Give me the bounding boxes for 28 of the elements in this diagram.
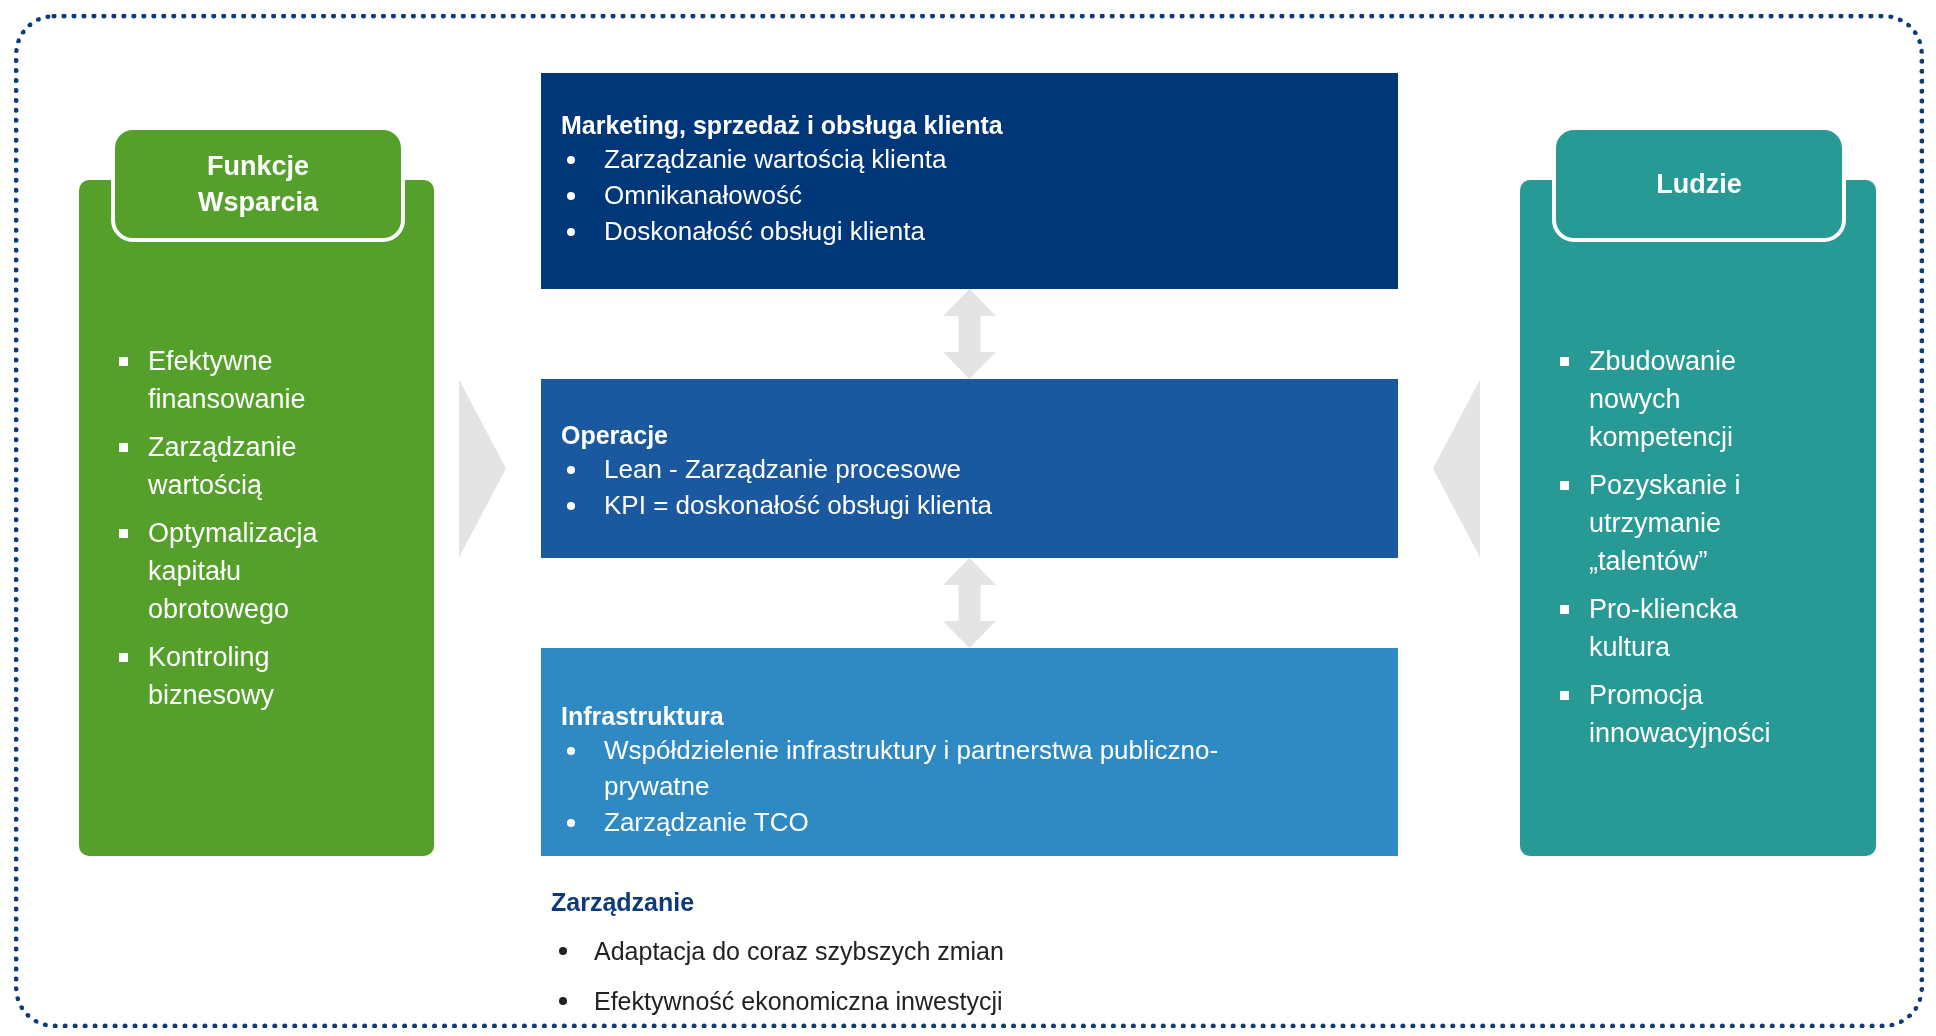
bullet-item: Omnikanałowość: [604, 179, 802, 212]
bullet-item: Pro-kliencka kultura: [1589, 593, 1739, 664]
bullet-item: Efektywne finansowanie: [148, 345, 307, 416]
process-box: [541, 379, 1398, 558]
bullet-item: Zarządzanie wartością klienta: [604, 143, 947, 176]
bullet-item: Kontroling biznesowy: [148, 641, 276, 712]
double-arrow: [943, 558, 996, 648]
box-heading: Marketing, sprzedaż i obsługa klienta: [561, 110, 1004, 141]
bullet-item: Promocja innowacyjności: [1589, 679, 1772, 750]
bullet-item: Zarządzanie TCO: [604, 806, 809, 839]
process-box: [541, 73, 1398, 289]
box-heading: Infrastruktura: [561, 701, 725, 732]
bullet-item: KPI = doskonałość obsługi klienta: [604, 489, 993, 522]
chevron-arrow: [1433, 379, 1480, 558]
bullet-item: Efektywność ekonomiczna inwestycji: [594, 986, 1003, 1017]
bullet-item: Optymalizacja kapitału obrotowego: [148, 517, 319, 626]
bullet-item: Pozyskanie i utrzymanie „talentów”: [1589, 469, 1742, 578]
chevron-arrow: [459, 379, 506, 558]
bullet-item: Adaptacja do coraz szybszych zmian: [594, 936, 1004, 967]
bullet-item: Doskonałość obsługi klienta: [604, 215, 925, 248]
section-heading: Zarządzanie: [551, 887, 696, 918]
bullet-item: Lean - Zarządzanie procesowe: [604, 453, 961, 486]
bullet-item: Współdzielenie infrastruktury i partnerstwa publiczno-prywatne: [604, 734, 1220, 803]
box-heading: Operacje: [561, 420, 669, 451]
process-box: [541, 648, 1398, 856]
double-arrow: [943, 289, 996, 379]
bullet-item: Zarządzanie wartością: [148, 431, 298, 502]
bullet-item: Zbudowanie nowych kompetencji: [1589, 345, 1738, 454]
